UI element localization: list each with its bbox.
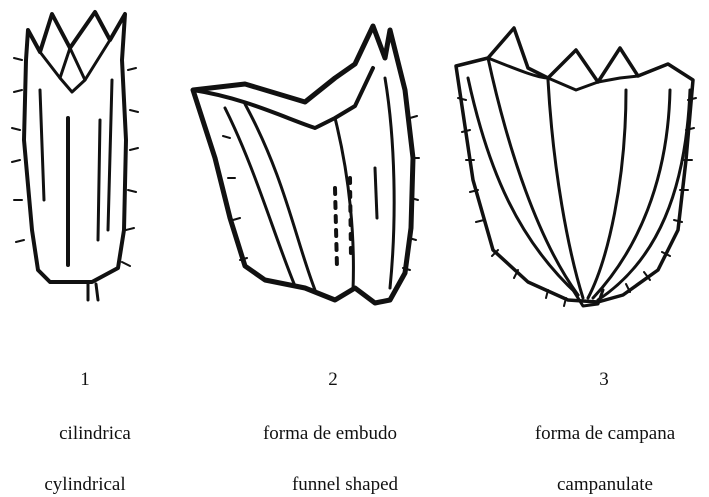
spanish-label-1: cilindrica: [20, 424, 170, 443]
english-label-2: funnel shaped: [225, 475, 465, 494]
cylindrical-corolla-drawing: [0, 0, 150, 310]
funnel-shaped-corolla-drawing: [185, 18, 425, 313]
english-label-1: cylindrical: [10, 475, 160, 494]
spanish-label-2: forma de embudo: [210, 424, 450, 443]
figure-number-3: 3: [589, 370, 619, 389]
spanish-label-3: forma de campana: [480, 424, 709, 443]
campanulate-corolla-drawing: [448, 20, 708, 315]
figure-number-2: 2: [318, 370, 348, 389]
figure-number-1: 1: [70, 370, 100, 389]
english-label-3: campanulate: [485, 475, 709, 494]
